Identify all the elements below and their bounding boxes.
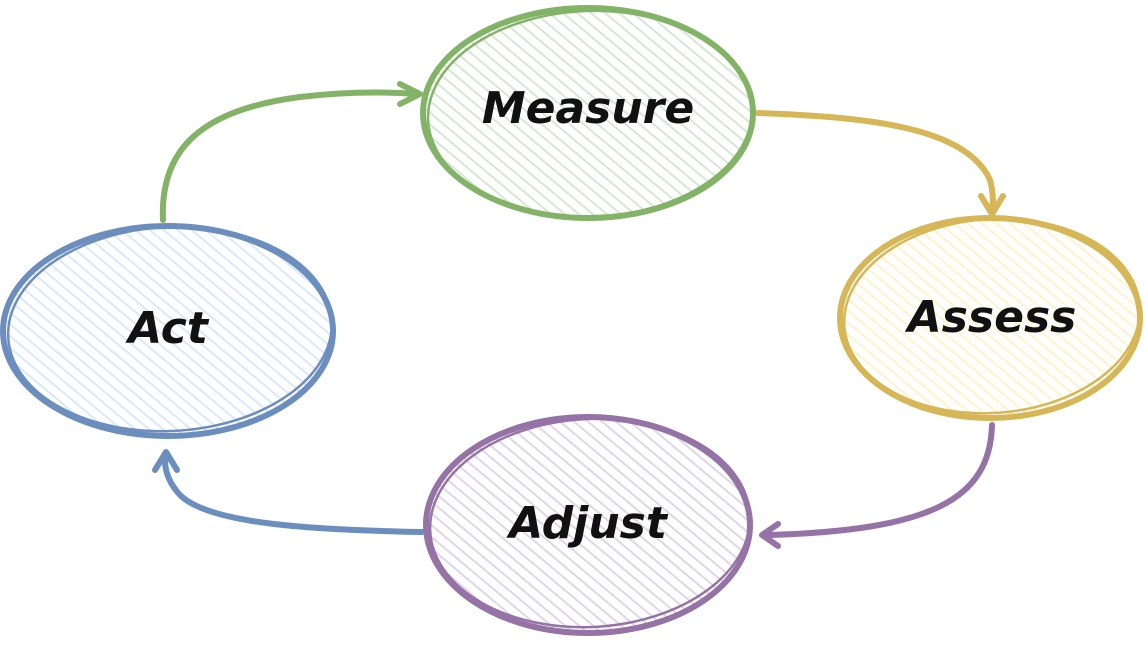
edge-adjust-to-act: [152, 449, 425, 535]
node-label-measure: Measure: [482, 83, 694, 134]
edge-act-to-measure: [159, 81, 423, 223]
node-label-act: Act: [125, 303, 210, 354]
node-act: Act: [0, 223, 336, 439]
node-adjust: Adjust: [423, 414, 753, 636]
node-measure: Measure: [420, 5, 756, 221]
edge-measure-to-assess: [755, 110, 1006, 217]
node-label-adjust: Adjust: [506, 498, 669, 549]
edge-assess-to-adjust: [759, 422, 995, 549]
node-label-assess: Assess: [905, 292, 1077, 343]
node-assess: Assess: [837, 215, 1143, 421]
